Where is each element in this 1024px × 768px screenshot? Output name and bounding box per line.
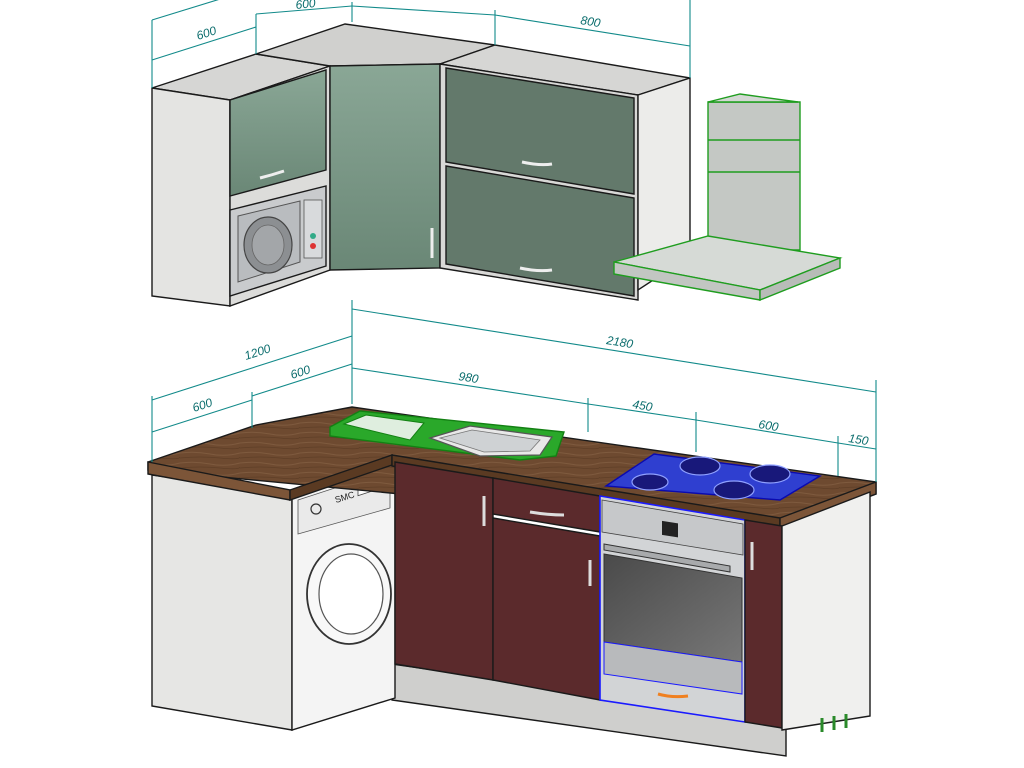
upper-right-bottom-flap (445, 165, 635, 297)
dim-side-front: 600 (191, 395, 215, 415)
sink (329, 410, 565, 461)
dim-side-back: 600 (289, 362, 313, 382)
lower-left-side-panel (151, 474, 293, 731)
microwave (229, 185, 327, 297)
dim-side-total: 1200 (243, 341, 273, 363)
lower-door-1 (394, 461, 494, 681)
dim-upper-corner: 600 (295, 0, 317, 12)
upper-corner-door (329, 63, 441, 271)
lower-dimensions: 2180 1200 600 600 980 450 600 150 (151, 300, 877, 482)
washing-machine (291, 459, 396, 731)
oven (599, 495, 746, 723)
lower-cabinets: SMC (147, 406, 877, 757)
upper-right-top-flap (445, 67, 635, 195)
upper-right-top-handle (521, 160, 553, 167)
dim-sink-run: 980 (458, 369, 480, 386)
dim-upper-left: 600 (195, 23, 219, 43)
upper-left-side-panel (151, 87, 231, 307)
dim-hob-cabinet: 600 (758, 417, 780, 434)
range-hood (613, 93, 843, 302)
upper-left-handle (259, 169, 285, 180)
lower-drawer-handle (529, 510, 565, 517)
upper-dimensions: 600 600 800 (151, 0, 691, 88)
upper-right-bottom-handle (519, 266, 553, 273)
adjustable-feet (820, 714, 848, 732)
lower-right-side-panel (781, 490, 871, 731)
dim-upper-right: 800 (580, 13, 602, 30)
dim-lower-total: 2180 (605, 333, 635, 351)
upper-left-door (229, 69, 327, 197)
upper-cabinets (151, 23, 691, 307)
hob (603, 453, 823, 501)
lower-door-2 (492, 517, 601, 701)
dim-end-panel: 150 (848, 431, 870, 448)
dim-middle: 450 (632, 397, 654, 414)
